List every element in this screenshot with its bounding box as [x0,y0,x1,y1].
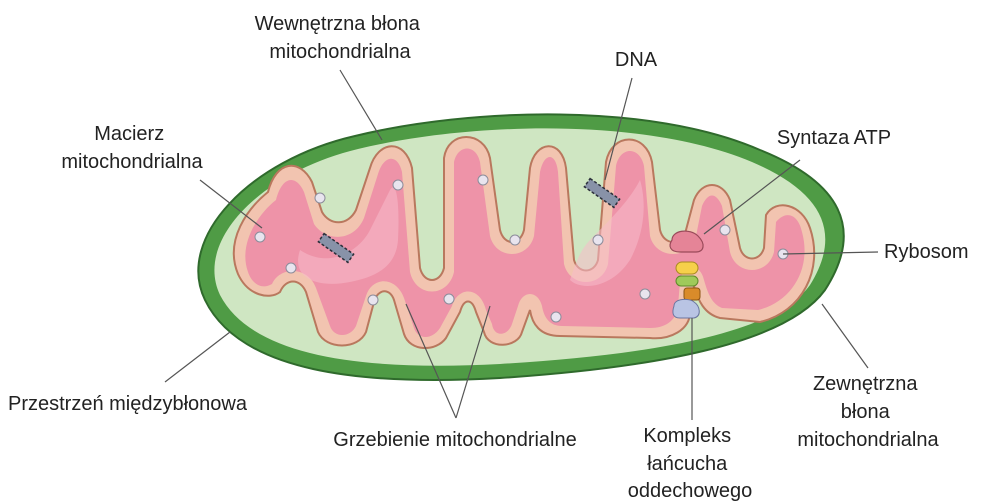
label-dna: DNA [615,49,658,71]
label-cristae-line-1: Grzebienie mitochondrialne [333,429,576,451]
label-outer-membrane: Zewnętrzna błona mitochondrialna [797,373,939,451]
ribosome [510,235,520,245]
ribosome [551,312,561,322]
leader-inner-membrane [340,70,382,140]
label-outer-membrane-line-1: Zewnętrzna [813,373,918,395]
ribosome [393,180,403,190]
label-inner-membrane-line-1: Wewnętrzna błona [255,13,421,35]
ribosome [368,295,378,305]
label-intermembrane-space: Przestrzeń międzybłonowa [8,393,248,415]
ribosome [478,175,488,185]
ribosome [444,294,454,304]
label-atp-synthase: Syntaza ATP [777,127,891,149]
label-intermembrane-space-line-1: Przestrzeń międzybłonowa [8,393,248,415]
label-outer-membrane-line-2: błona [841,401,891,423]
label-inner-membrane-line-2: mitochondrialna [269,41,411,63]
label-respiratory-complex-line-1: Kompleks [643,425,731,447]
label-matrix-line-1: Macierz [94,123,164,145]
label-outer-membrane-line-3: mitochondrialna [797,429,939,451]
ribosome [286,263,296,273]
label-dna-line-1: DNA [615,49,658,71]
ribosome [315,193,325,203]
label-inner-membrane: Wewnętrzna błona mitochondrialna [255,13,426,63]
label-ribosome: Rybosom [884,241,968,263]
ribosome [255,232,265,242]
label-respiratory-complex-line-2: łańcucha [647,453,728,475]
label-ribosome-line-1: Rybosom [884,241,968,263]
label-respiratory-complex-line-3: oddechowego [628,480,753,501]
leader-intermembrane-space [165,332,230,382]
label-matrix-line-2: mitochondrialna [61,151,203,173]
ribosome [593,235,603,245]
complex-yellow [676,262,698,274]
ribosome [640,289,650,299]
label-matrix: Macierz mitochondrialna [61,123,203,173]
complex-green [676,276,698,286]
ribosome [720,225,730,235]
label-atp-synthase-line-1: Syntaza ATP [777,127,891,149]
label-cristae: Grzebienie mitochondrialne [333,429,576,451]
label-respiratory-complex: Kompleks łańcucha oddechowego [628,425,753,501]
leader-outer-membrane [822,304,868,368]
complex-orange [684,288,700,300]
